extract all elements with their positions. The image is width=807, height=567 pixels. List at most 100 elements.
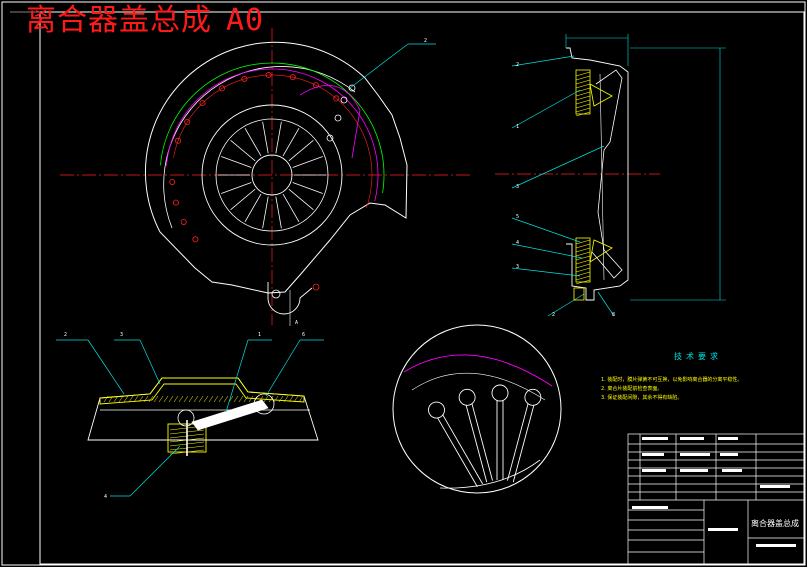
hatch-line — [575, 99, 591, 105]
hatch-line — [575, 279, 591, 285]
hatch-line — [143, 395, 149, 403]
profile-inner — [599, 73, 605, 281]
bolt-hole — [184, 119, 191, 126]
balloon-sec-4: 4 — [516, 240, 520, 246]
hatch-line — [123, 395, 129, 403]
title-block-name: 离合器盖总成 — [751, 519, 799, 528]
hatch-line — [575, 87, 591, 93]
leader-sec-3 — [511, 145, 605, 189]
bolt-hole — [175, 137, 182, 144]
hatch-line — [198, 395, 204, 403]
hatch-line — [283, 395, 289, 403]
drawing-title-text: 离合器盖总成 — [26, 3, 212, 38]
tech-note-1: 1. 装配时，膜片弹簧不可互换，以免影响离合器的分离平稳性。 — [601, 377, 743, 383]
diaphragm-finger-slot — [244, 193, 262, 222]
circle-magenta — [165, 68, 379, 282]
detail-finger-edge — [507, 403, 529, 481]
diaphragm-finger-slot — [221, 156, 252, 168]
tb-text-block — [642, 469, 666, 472]
hatch-lower-wedge — [589, 239, 613, 263]
tb-text-block — [680, 437, 704, 440]
tb-text-block — [680, 469, 708, 472]
hatch-line — [575, 79, 591, 85]
technical-requirements-list: 1. 装配时，膜片弹簧不可互换，以免影响离合器的分离平稳性。 2. 离合片装配前… — [601, 376, 742, 403]
title-block-grid — [628, 434, 804, 564]
section-view — [495, 34, 726, 317]
tb-text-block — [756, 544, 796, 547]
leader-bot-3-diag — [139, 339, 161, 385]
detail-outer-rim — [439, 459, 541, 489]
inner-border — [39, 11, 805, 565]
hatch-line — [173, 395, 179, 403]
balloon-bot-3: 3 — [120, 332, 124, 338]
detail-finger-edge — [437, 417, 478, 488]
bolt-hole — [199, 100, 206, 107]
technical-requirements-title: 技术要求 — [674, 352, 722, 361]
hatch-line — [213, 395, 219, 403]
hatch-line — [575, 247, 591, 253]
cover-profile — [566, 47, 629, 301]
hatch-line — [278, 395, 284, 403]
hatch-line — [575, 103, 591, 109]
balloon-sec-8: 8 — [612, 312, 616, 318]
balloon-front-a: A — [295, 320, 299, 326]
balloon-sec-1: 1 — [516, 124, 520, 130]
leader-bot-4-diag — [129, 445, 181, 497]
leader-sec-8 — [597, 291, 615, 317]
hatch-line — [148, 395, 154, 403]
hatch-line — [273, 395, 279, 403]
bolt-hole — [289, 74, 296, 81]
hatch-line — [163, 395, 169, 403]
hatch-line — [575, 263, 591, 269]
leader-sec-5 — [511, 217, 581, 243]
diaphragm-finger-slot — [292, 156, 323, 168]
detail-finger-edge — [442, 414, 483, 485]
hatch-line — [575, 75, 591, 81]
small-bolt-box — [573, 287, 585, 301]
balloon-bot-2: 2 — [64, 332, 68, 338]
title-block — [627, 433, 805, 565]
hatch-line — [203, 395, 209, 403]
hatch-line — [208, 395, 214, 403]
bolt-hole — [169, 178, 176, 185]
hatch-line — [575, 259, 591, 265]
hatch-line — [293, 395, 299, 403]
leader-bot-1-diag — [225, 339, 249, 413]
diaphragm-finger-slot — [275, 121, 282, 154]
bolt-holes — [169, 72, 356, 243]
hub-circle — [251, 154, 293, 196]
diaphragm-finger-slot — [282, 128, 300, 157]
balloon-bot-4: 4 — [104, 494, 108, 500]
spring-hole — [340, 96, 348, 104]
diaphragm-finger-slot — [288, 139, 314, 162]
hatch-line — [575, 71, 591, 77]
hatch-line — [128, 395, 134, 403]
tb-text-block — [642, 437, 668, 440]
leader-sec-4 — [511, 243, 583, 259]
detail-finger-edge — [512, 404, 535, 483]
leader-front-2 — [349, 43, 409, 89]
hatch-line — [103, 395, 109, 403]
front-view — [60, 28, 470, 326]
hatch-line — [575, 243, 591, 249]
bottom-lug — [267, 282, 313, 315]
balloon-sec-2b: 2 — [552, 312, 556, 318]
diaphragm-profile — [591, 69, 623, 279]
hatch-line — [223, 395, 229, 403]
lug-hole — [271, 289, 281, 299]
spring-hole — [334, 114, 342, 122]
tb-text-block — [642, 453, 664, 456]
detail-finger-edge — [465, 404, 488, 483]
hatch-line — [183, 395, 189, 403]
hatch-line — [193, 395, 199, 403]
detail-finger-hole — [458, 388, 476, 406]
leader-sec-2b — [547, 293, 585, 317]
diaphragm-outer — [201, 104, 343, 246]
tech-note-3: 3. 保证装配间隙，其余不得有缺陷。 — [601, 395, 683, 401]
bottom-pin-hole-left — [177, 409, 195, 427]
diaphragm-finger-slot — [288, 188, 314, 211]
bolt-hole — [241, 75, 248, 82]
hatch-line — [575, 271, 591, 277]
